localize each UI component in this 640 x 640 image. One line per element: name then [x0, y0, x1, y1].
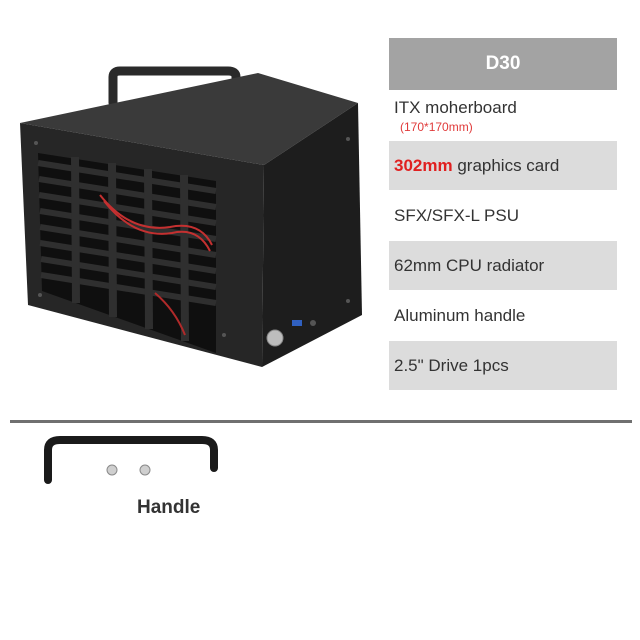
- screw-icon: [222, 333, 226, 337]
- screw-icon: [106, 464, 118, 476]
- internal-cable: [154, 292, 186, 336]
- spec-highlight: 302mm: [394, 155, 453, 175]
- case-front-face: [262, 103, 362, 367]
- spec-row-drive: 2.5" Drive 1pcs: [389, 340, 617, 390]
- spec-text: 2.5" Drive 1pcs: [394, 355, 509, 375]
- case-top-face: [20, 73, 358, 165]
- spec-table-title: D30: [389, 38, 617, 90]
- screw-icon: [346, 299, 350, 303]
- screw-icon: [139, 464, 151, 476]
- spec-text-wrap: 302mm graphics card: [394, 156, 617, 176]
- spec-subtext: (170*170mm): [400, 119, 473, 134]
- case-handle-shape: [108, 66, 241, 108]
- screw-icon: [34, 141, 38, 145]
- screw-icon: [38, 293, 42, 297]
- spec-text: SFX/SFX-L PSU: [394, 205, 520, 225]
- vent-slats: [37, 156, 217, 342]
- case-image: [0, 55, 380, 385]
- screw-icon: [346, 137, 350, 141]
- spec-row-psu: SFX/SFX-L PSU: [389, 190, 617, 240]
- spec-row-motherboard: ITX moherboard (170*170mm): [389, 90, 617, 140]
- power-button-icon: [266, 329, 284, 347]
- spec-row-graphics-card: 302mm graphics card: [389, 140, 617, 190]
- spec-table: D30 ITX moherboard (170*170mm) 302mm gra…: [389, 38, 617, 390]
- spec-text: 62mm CPU radiator: [394, 255, 545, 275]
- handle-bar-shape: [44, 436, 218, 484]
- internal-cable: [99, 194, 213, 246]
- spec-text: graphics card: [452, 155, 560, 175]
- section-divider: [10, 420, 632, 423]
- spec-text: ITX moherboard: [394, 97, 517, 117]
- handle-illustration: [44, 436, 218, 484]
- case-illustration: [20, 66, 362, 367]
- spec-row-cpu-radiator: 62mm CPU radiator: [389, 240, 617, 290]
- spec-text: Aluminum handle: [394, 305, 526, 325]
- handle-image: [38, 428, 228, 498]
- audio-jack-icon: [310, 320, 316, 326]
- usb-port-icon: [292, 320, 302, 326]
- spec-row-handle: Aluminum handle: [389, 290, 617, 340]
- internal-cable: [103, 200, 211, 252]
- handle-caption: Handle: [137, 497, 201, 518]
